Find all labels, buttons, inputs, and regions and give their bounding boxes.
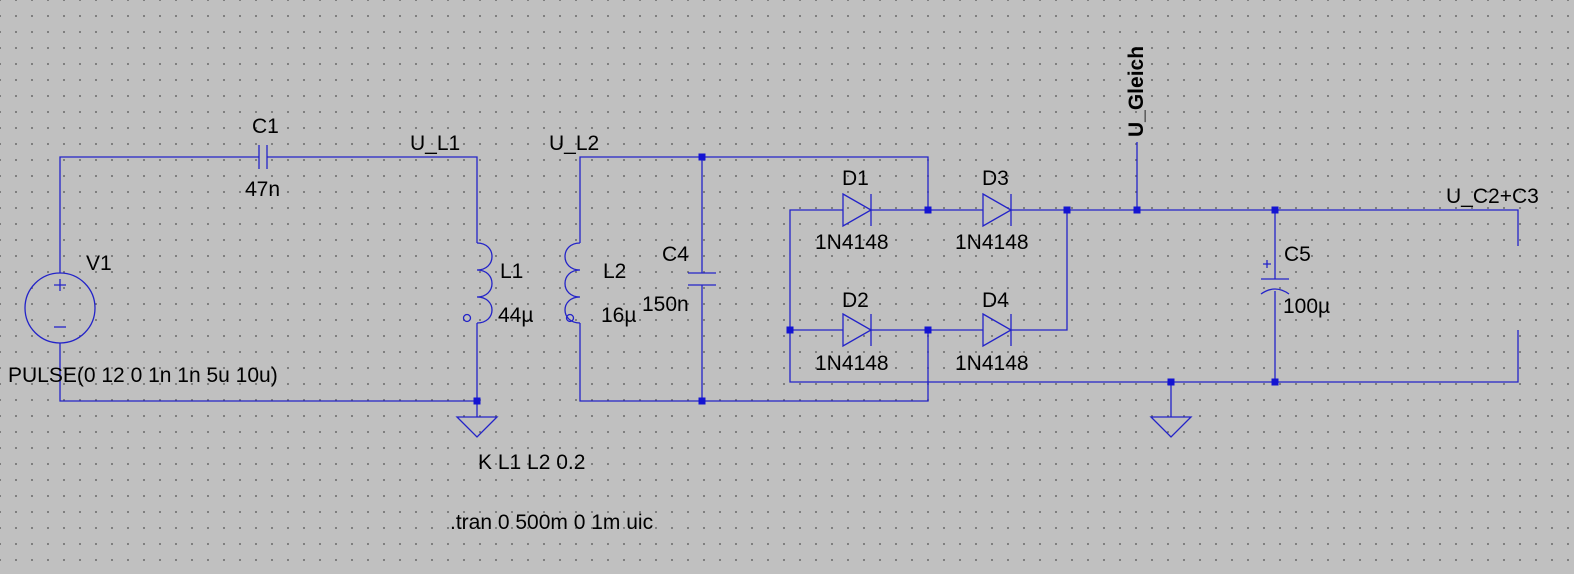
- c1-value: 47n: [245, 178, 280, 201]
- c5-name: C5: [1284, 243, 1311, 266]
- d2-value: 1N4148: [815, 352, 889, 375]
- d2-name: D2: [842, 289, 869, 312]
- d4-name: D4: [982, 289, 1009, 312]
- phase-dot-icon: [462, 313, 472, 323]
- diode-d4[interactable]: [982, 312, 1013, 348]
- net-label-u-c2c3[interactable]: U_C2+C3: [1446, 185, 1539, 208]
- c4-name: C4: [662, 243, 689, 266]
- junctions: [473, 153, 1279, 405]
- ground-icon: [455, 416, 499, 438]
- wire-v1-to-ground[interactable]: [59, 343, 477, 402]
- wire-d3-out[interactable]: [1011, 209, 1519, 246]
- junction: [1271, 378, 1279, 386]
- c5-value: 100µ: [1283, 295, 1330, 318]
- tran-directive[interactable]: .tran 0 500m 0 1m uic: [450, 511, 653, 534]
- junction: [786, 326, 794, 334]
- d3-name: D3: [982, 167, 1009, 190]
- net-label-u-l2[interactable]: U_L2: [549, 132, 599, 155]
- capacitor-c5[interactable]: [1260, 260, 1290, 295]
- junction: [473, 397, 481, 405]
- wire-c1-to-l1[interactable]: [267, 156, 478, 243]
- capacitor-c4[interactable]: [688, 272, 716, 286]
- v1-name: V1: [86, 252, 112, 275]
- l1-name: L1: [500, 260, 523, 283]
- net-label-u-l1[interactable]: U_L1: [410, 132, 460, 155]
- capacitor-curved-plate-icon: [1260, 288, 1290, 295]
- plus-sign-icon: [54, 279, 66, 291]
- d1-value: 1N4148: [815, 231, 889, 254]
- junction: [1133, 206, 1141, 214]
- diode-icon: [982, 192, 1013, 228]
- inductor-l1[interactable]: [462, 242, 493, 324]
- ground-2[interactable]: [1149, 416, 1193, 438]
- junction: [1271, 206, 1279, 214]
- capacitor-plate-icon: [688, 272, 716, 286]
- coil-icon: [564, 242, 581, 324]
- coil-icon: [476, 242, 493, 324]
- wire-d4-out[interactable]: [1011, 210, 1068, 331]
- junction: [1167, 378, 1175, 386]
- wire-d1-d2-left[interactable]: [789, 209, 1519, 383]
- junction: [698, 397, 706, 405]
- wire-v1-to-c1[interactable]: [59, 156, 259, 273]
- junction: [1063, 206, 1071, 214]
- coupling-directive[interactable]: K L1 L2 0.2: [478, 451, 585, 474]
- l2-value: 16µ: [601, 304, 636, 327]
- capacitor-c1[interactable]: [258, 145, 268, 169]
- c4-value: 150n: [642, 293, 689, 316]
- diode-icon: [842, 312, 873, 348]
- plus-sign-icon: [1263, 260, 1271, 268]
- diode-d3[interactable]: [982, 192, 1013, 228]
- junction: [698, 153, 706, 161]
- diode-icon: [982, 312, 1013, 348]
- source-circle-icon: [24, 272, 96, 344]
- ground-icon: [1149, 416, 1193, 438]
- l1-value: 44µ: [498, 304, 533, 327]
- capacitor-plate-icon: [258, 145, 268, 169]
- c1-name: C1: [252, 115, 279, 138]
- phase-dot-icon: [565, 313, 575, 323]
- l2-name: L2: [603, 260, 626, 283]
- diode-icon: [842, 192, 873, 228]
- junction: [924, 326, 932, 334]
- d4-value: 1N4148: [955, 352, 1029, 375]
- diode-d2[interactable]: [842, 312, 873, 348]
- diode-d1[interactable]: [842, 192, 873, 228]
- net-label-u-gleich[interactable]: U_Gleich: [1125, 46, 1148, 137]
- wire-l2-bottom[interactable]: [579, 323, 929, 402]
- d1-name: D1: [842, 167, 869, 190]
- v1-value: PULSE(0 12 0 1n 1n 5u 10u): [8, 364, 278, 387]
- d3-value: 1N4148: [955, 231, 1029, 254]
- voltage-source-v1[interactable]: [24, 272, 96, 344]
- junction: [924, 206, 932, 214]
- ground-1[interactable]: [455, 416, 499, 438]
- wire-l2-top[interactable]: [579, 156, 929, 243]
- inductor-l2[interactable]: [564, 242, 581, 324]
